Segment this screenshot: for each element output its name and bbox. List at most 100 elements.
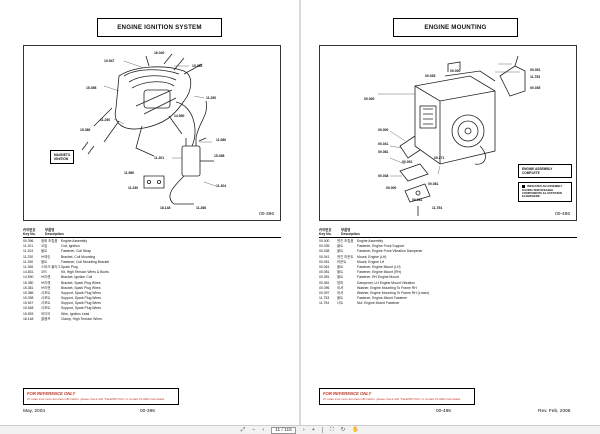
desc-header-en: Description bbox=[45, 232, 64, 236]
disclaimer-title: FOR REFERENCE ONLY bbox=[27, 391, 76, 396]
key-header-en: Key No. bbox=[319, 232, 332, 236]
callout: 11.201 bbox=[154, 156, 165, 160]
table-row: 11.204 볼트 Fastener, Coil Strap bbox=[23, 249, 281, 254]
callout: 11.230 bbox=[128, 186, 139, 190]
legend-line: ENGINE ASSEMBLY bbox=[522, 167, 553, 171]
right-page: ENGINE MOUNTING bbox=[316, 0, 580, 425]
page-title: ENGINE IGNITION SYSTEM bbox=[97, 18, 222, 37]
key-number: 15.381 bbox=[23, 285, 34, 290]
key-number: 00.081 bbox=[319, 280, 330, 285]
key-number: 11.753 bbox=[319, 296, 330, 301]
key-header-kr: 키이번호 bbox=[23, 228, 36, 232]
korean-description: 서포트 bbox=[41, 296, 51, 301]
key-number: 00.081 bbox=[319, 270, 330, 275]
korean-description: 엔진 마운트 bbox=[337, 254, 354, 259]
callout: 11.290 bbox=[206, 96, 217, 100]
callout: 00.081 bbox=[378, 150, 389, 154]
disclaimer-title: FOR REFERENCE ONLY bbox=[323, 391, 372, 396]
ignition-diagram: 10.547 15.380 16.040 15.398 11.290 14.59… bbox=[23, 45, 281, 221]
korean-description: 브라켓 bbox=[41, 275, 51, 280]
desc-header-kr: 부품명 bbox=[341, 228, 351, 232]
key-number: 15.593 bbox=[23, 311, 34, 316]
hand-icon[interactable]: ✋ bbox=[352, 427, 360, 433]
part-description: Clamp, High Tension Wires bbox=[61, 316, 102, 321]
key-number: 14.590 bbox=[23, 275, 34, 280]
key-number: 14.831 bbox=[23, 270, 34, 275]
callout: 15.398 bbox=[214, 154, 225, 158]
key-header-en: Key No. bbox=[23, 232, 36, 236]
footer-code: 00-486 bbox=[436, 409, 451, 414]
key-number: 15.398 bbox=[23, 296, 34, 301]
table-header: 키이번호 Key No. 부품명 Description bbox=[319, 227, 577, 238]
legend-complete: ENGINE ASSEMBLY COMPLETE bbox=[518, 164, 572, 178]
key-number: 11.201 bbox=[23, 244, 34, 249]
part-description: Bracket, Spark Plug Wires bbox=[61, 285, 101, 290]
desc-header-kr: 부품명 bbox=[45, 228, 55, 232]
callout: 15.380 bbox=[80, 128, 91, 132]
callout: 11.250 bbox=[100, 118, 111, 122]
korean-description: 엔진 조립품 bbox=[337, 239, 354, 243]
callout: 11.266 bbox=[196, 206, 207, 210]
part-description: Bracket, Ignition Coil bbox=[61, 275, 93, 280]
korean-description: 클램프 bbox=[41, 316, 51, 321]
korean-description: 마운트 bbox=[337, 259, 347, 264]
part-description: Washer, Engine Mounting To Frame RH bbox=[357, 285, 417, 290]
callout: 00.000 bbox=[386, 186, 397, 190]
next-page-icon[interactable]: › bbox=[302, 427, 305, 433]
key-number: 11.204 bbox=[23, 249, 34, 254]
part-description: Bracket, Coil Mounting bbox=[61, 254, 96, 259]
korean-description: 볼트 bbox=[337, 249, 344, 254]
ignition-illustration bbox=[81, 53, 217, 205]
key-number: 11.754 bbox=[319, 301, 330, 306]
rotate-icon[interactable]: ↻ bbox=[340, 427, 346, 433]
desc-header: 부품명 Description bbox=[45, 227, 75, 236]
footer-date: Rev. Feb, 2006 bbox=[538, 409, 571, 414]
fit-page-icon[interactable]: ⤢ bbox=[240, 426, 246, 433]
part-description: Dampener, LH Engine Mount Vibration bbox=[357, 280, 415, 285]
key-header-kr: 키이번호 bbox=[319, 228, 332, 232]
callout: 11.080 bbox=[216, 138, 227, 142]
mounting-diagram: 00.000 00.035 00.051 11.753 00.035 00.00… bbox=[319, 45, 577, 221]
korean-description: 볼트 bbox=[41, 249, 48, 254]
zoom-out-icon[interactable]: − bbox=[252, 427, 256, 433]
key-header: 키이번호 Key No. bbox=[319, 227, 341, 236]
page-indicator[interactable]: 11 / 115 bbox=[271, 426, 296, 434]
part-description: Fastener, Coil Strap bbox=[61, 249, 91, 254]
inset-label-line: IGNITION bbox=[54, 157, 69, 161]
korean-description: 너트 bbox=[337, 301, 344, 306]
korean-description: 와셔 bbox=[337, 285, 344, 290]
key-number: 15.386 bbox=[23, 290, 34, 295]
disclaimer-text: To make sure more accurate information, … bbox=[323, 397, 462, 401]
callout: 10.547 bbox=[104, 59, 115, 63]
fullscreen-icon[interactable]: ⛶ bbox=[329, 426, 334, 433]
prev-page-icon[interactable]: ‹ bbox=[262, 427, 265, 433]
zoom-in-icon[interactable]: + bbox=[311, 427, 315, 433]
key-number: 15.380 bbox=[23, 280, 34, 285]
toolbar-divider bbox=[321, 427, 323, 433]
disclaimer-box: FOR REFERENCE ONLY To make sure more acc… bbox=[23, 388, 179, 405]
table-header: 키이번호 Key No. 부품명 Description bbox=[23, 227, 281, 238]
diagram-code: 00-396 bbox=[259, 212, 274, 217]
part-description: Kit, High Tension Wires & Boots bbox=[61, 270, 109, 275]
callout: 11.753 bbox=[530, 75, 541, 79]
korean-description: 와이어 bbox=[41, 311, 51, 316]
callout: 11.204 bbox=[216, 184, 227, 188]
korean-description: 브라켓 bbox=[41, 285, 51, 290]
part-description: Support, Spark Plug Wires bbox=[61, 306, 101, 311]
footer-code: 00-396 bbox=[140, 409, 155, 414]
callout: 16.040 bbox=[154, 51, 165, 55]
legend-square-icon bbox=[522, 185, 525, 188]
callout: 00.000 bbox=[364, 97, 375, 101]
key-number: 11.266 bbox=[23, 264, 34, 269]
